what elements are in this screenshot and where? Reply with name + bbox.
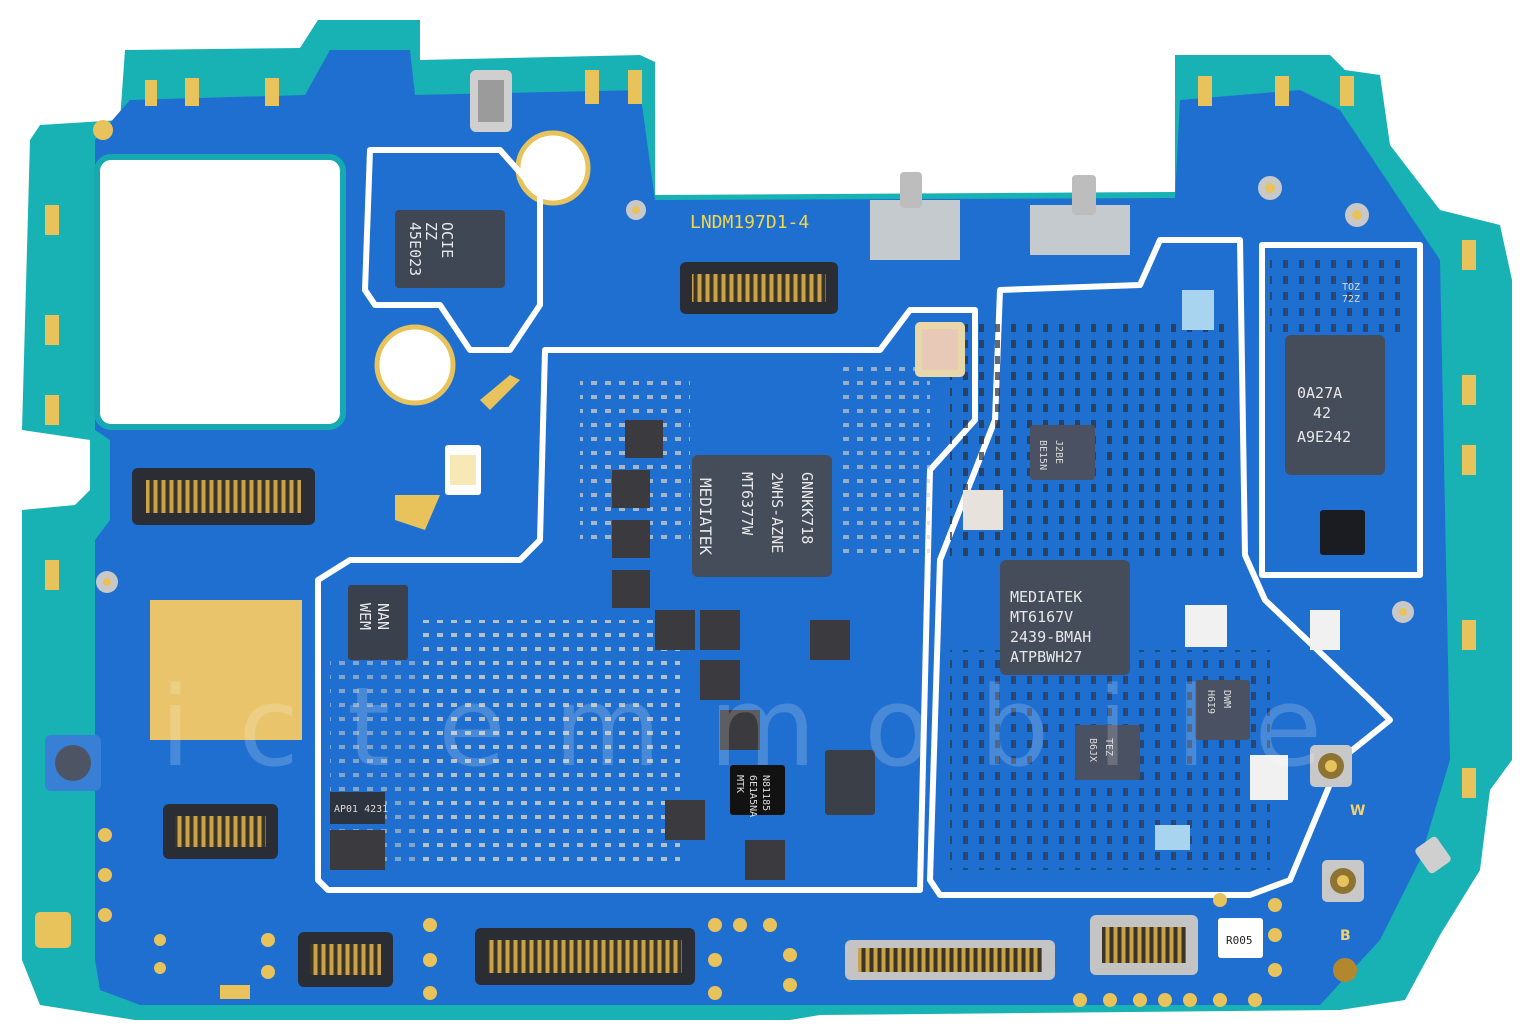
qfn-a [1030,425,1095,480]
left-ic-line-0: WEM [356,603,374,630]
pmic-chip [395,210,505,288]
main-soc-line-3: GNNKK718 [798,472,816,544]
main-soc-line-1: MT6377W [738,472,756,536]
svg-text:MEDIATEK: MEDIATEK [696,478,715,555]
antenna-label-b: B [1340,928,1351,944]
small-ic-line-1: 6E1A5NA [747,775,758,817]
qfn-c-line-0: H6I9 [1205,690,1216,714]
rf-line-0: MEDIATEK [1010,588,1082,606]
memory-line-1: 42 [1313,404,1331,422]
board-label: LNDM197D1-4 [690,212,809,233]
small-ic-line-2: N81185 [760,775,771,811]
main-soc-text: MEDIATEK [696,478,715,555]
left-ic [348,585,408,660]
mount-hole [374,324,456,406]
rf-line-3: ATPBWH27 [1010,648,1082,666]
memory-chip [1285,335,1385,475]
pmic-line-1: ZZ [422,222,440,240]
resistor-text: R005 [1226,934,1253,947]
shield-traces [315,147,1423,898]
rf-line-2: 2439-BMAH [1010,628,1091,646]
qfn-b-line-1: TEZ [1103,738,1114,756]
rf-line-1: MT6167V [1010,608,1073,626]
rf-chip [1000,560,1130,675]
top-right-ic-line-0: TOZ [1342,282,1360,293]
qfn-a-line-0: BE15N [1037,440,1048,470]
watermark: ictemmobile [160,663,1370,791]
camera-cutout [94,154,346,430]
main-soc [692,455,832,577]
qfn-b [1075,725,1140,780]
top-right-ic-line-1: 72Z [1342,294,1360,305]
qfn-c-line-1: DWM [1221,690,1232,708]
memory-line-0: 0A27A [1297,384,1342,402]
memory-line-2: A9E242 [1297,428,1351,446]
antenna-connectors [96,176,1414,902]
pmic-line-2: OCIE [438,222,456,258]
pmic-line-0: 45E023 [406,222,424,276]
qfn-e [825,750,875,815]
mount-hole [515,130,591,206]
left-ic-line-1: NAN [374,603,392,630]
qfn-c [1195,680,1250,740]
small-ic-line-0: MTK [734,775,745,793]
small-ic [730,765,785,815]
gold-pad [150,600,302,740]
qfn-a-line-1: J2BE [1053,440,1064,464]
main-soc-line-2: 2WHS-AZNE [768,472,786,553]
qfn-d [1320,510,1365,555]
antenna-label-w: W [1350,803,1365,819]
tiny-ic-text: AP01 4231 [334,804,388,815]
qfn-b-line-0: B6JX [1087,738,1098,762]
connectors [132,262,1198,987]
